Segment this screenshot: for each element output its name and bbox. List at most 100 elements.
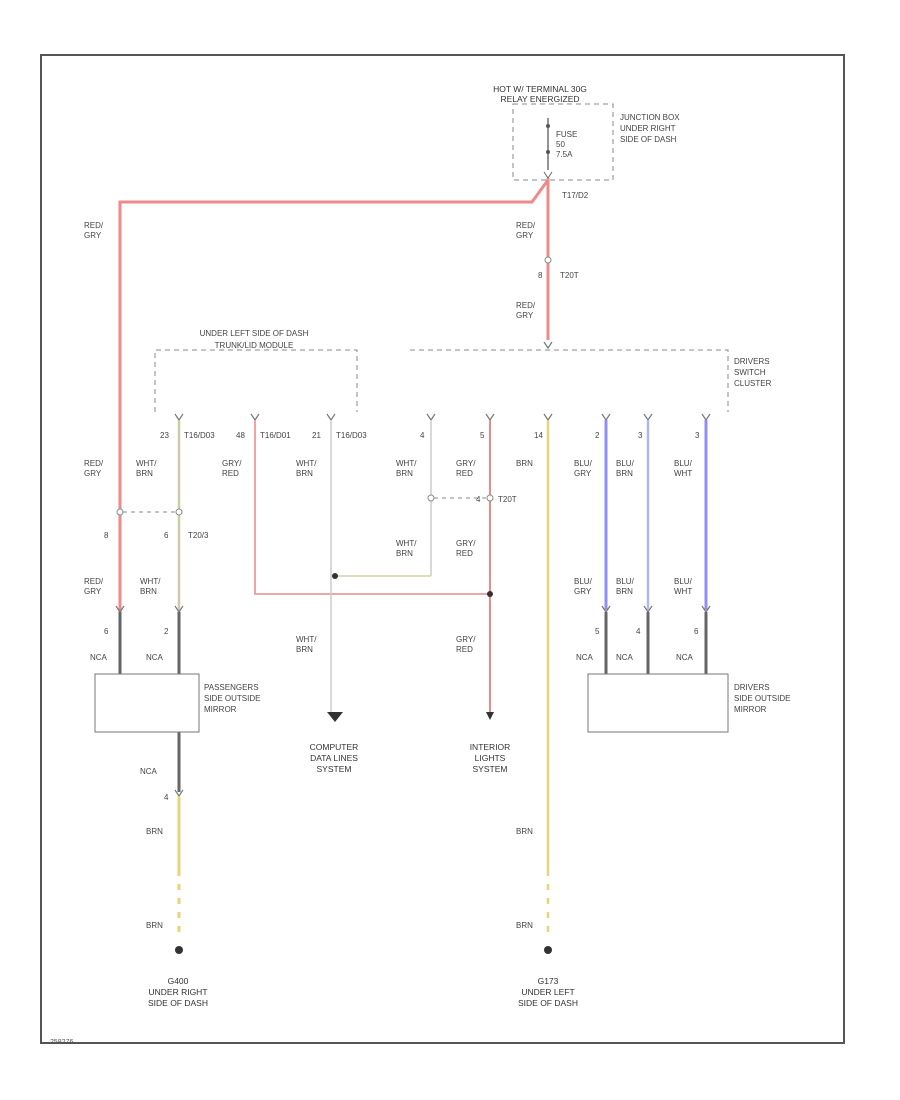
lbl-blu-wht-1a: BLU/ <box>674 459 693 468</box>
pass-mirror-label-3: MIRROR <box>204 705 237 714</box>
lbl-brn-8: BRN <box>146 827 163 836</box>
lbl-blu-gry-2b: GRY <box>574 587 592 596</box>
wire-color-gry-1: GRY <box>516 231 534 240</box>
diagram-code: 258276 <box>50 1039 74 1046</box>
interior-lights-label-3: SYSTEM <box>473 764 508 774</box>
junction-dot-data <box>332 573 338 579</box>
left-module-name: TRUNK/LID MODULE <box>215 341 294 350</box>
ground-left-label-3: SIDE OF DASH <box>148 998 208 1008</box>
lbl-gry-red-4b: RED <box>456 645 473 654</box>
splice-left-pin-b: 6 <box>164 531 169 540</box>
inline-connector <box>544 256 552 264</box>
driver-cluster-label-2: SWITCH <box>734 368 766 377</box>
lbl-nca-6: NCA <box>140 767 158 776</box>
lbl-gry-red-4a: GRY/ <box>456 635 476 644</box>
lbl-blu-brn-1a: BLU/ <box>616 459 635 468</box>
computer-data-label-1: COMPUTER <box>310 742 359 752</box>
left-module-location: UNDER LEFT SIDE OF DASH <box>200 329 309 338</box>
computer-data-label-2: DATA LINES <box>310 753 358 763</box>
branch-wire-red-gry <box>118 179 550 612</box>
nca-leads <box>118 612 708 792</box>
computer-data-label-3: SYSTEM <box>317 764 352 774</box>
ground-left-dot <box>175 946 183 954</box>
drv-mirror-pin-3: 6 <box>694 627 699 636</box>
wire-color-red-3: RED/ <box>516 301 536 310</box>
splice-left-b <box>175 508 183 516</box>
lbl-brn-9: BRN <box>146 921 163 930</box>
lbl-gry-4: GRY <box>84 469 102 478</box>
drv-mirror-label-3: MIRROR <box>734 705 767 714</box>
ground-right-dot <box>544 946 552 954</box>
module-conn-2: T16/D01 <box>260 431 291 440</box>
lbl-red-4: RED/ <box>84 459 104 468</box>
passenger-mirror-box <box>94 673 200 733</box>
lbl-nca-1: NCA <box>90 653 108 662</box>
lbl-wht-4: WHT/ <box>396 539 417 548</box>
fuse-label-3: 7.5A <box>556 150 573 159</box>
wire-gry-red-module <box>254 420 490 595</box>
lbl-nca-4: NCA <box>616 653 634 662</box>
junction-box-outline <box>512 103 614 181</box>
module-conn-1: T16/D03 <box>184 431 215 440</box>
lbl-brn-5: BRN <box>396 549 413 558</box>
driver-cluster-label-1: DRIVERS <box>734 357 770 366</box>
splice-left-a <box>116 508 124 516</box>
cluster-pin-2: 5 <box>480 431 485 440</box>
lbl-brn-7: BRN <box>296 645 313 654</box>
lbl-gry-red-3a: GRY/ <box>456 539 476 548</box>
lbl-nca-3: NCA <box>576 653 594 662</box>
lbl-blu-brn-2b: BRN <box>616 587 633 596</box>
lbl-brn-3: BRN <box>396 469 413 478</box>
ground-left-label-1: G400 <box>168 976 189 986</box>
inline-connector-pin: 8 <box>538 271 543 280</box>
cluster-pin-5: 3 <box>638 431 643 440</box>
lbl-blu-gry-1b: GRY <box>574 469 592 478</box>
inline-connector-label: T20T <box>560 271 579 280</box>
pass-mirror-pin-1: 6 <box>104 627 109 636</box>
lbl-blu-gry-1a: BLU/ <box>574 459 593 468</box>
pass-mirror-label-1: PASSENGERS <box>204 683 259 692</box>
splice-left-pin-a: 8 <box>104 531 109 540</box>
splice-right-conn: T20T <box>498 495 517 504</box>
cluster-pin-4: 2 <box>595 431 600 440</box>
module-pin-3: 21 <box>312 431 321 440</box>
lbl-blu-wht-1b: WHT <box>674 469 692 478</box>
computer-data-arrow <box>327 712 343 722</box>
interior-lights-label-1: INTERIOR <box>470 742 511 752</box>
ground-right-label-1: G173 <box>538 976 559 986</box>
lbl-gry-red-2b: RED <box>456 469 473 478</box>
fuse-node-bottom <box>546 150 550 154</box>
lbl-wht-3: WHT/ <box>396 459 417 468</box>
connector-arrows <box>174 341 711 422</box>
top-connector-label: T17/D2 <box>562 191 589 200</box>
fuse-node-top <box>546 124 550 128</box>
wire-color-gry-3: GRY <box>516 311 534 320</box>
lbl-blu-gry-2a: BLU/ <box>574 577 593 586</box>
lbl-gry-5: GRY <box>84 587 102 596</box>
splice-right-pin: 4 <box>476 495 481 504</box>
lbl-gry-red-1a: GRY/ <box>222 459 242 468</box>
driver-cluster-label-3: CLUSTER <box>734 379 772 388</box>
wire-color-gry-2: GRY <box>84 231 102 240</box>
fuse-connector-arrow <box>543 171 553 179</box>
pass-mirror-pin-2: 2 <box>164 627 169 636</box>
cluster-pin-6: 3 <box>695 431 700 440</box>
diagram-frame <box>40 54 845 1044</box>
pass-ground-pin: 4 <box>164 793 169 802</box>
driver-mirror-box <box>587 673 729 733</box>
lbl-nca-2: NCA <box>146 653 164 662</box>
lbl-gry-red-2a: GRY/ <box>456 459 476 468</box>
cluster-pin-1: 4 <box>420 431 425 440</box>
splice-left-conn: T20/3 <box>188 531 209 540</box>
interior-lights-arrow <box>486 712 494 720</box>
power-header-line1: HOT W/ TERMINAL 30G <box>493 84 587 94</box>
drv-mirror-label-1: DRIVERS <box>734 683 770 692</box>
junction-box-label-3: SIDE OF DASH <box>620 135 677 144</box>
wire-color-red-1: RED/ <box>516 221 536 230</box>
lbl-wht-2: WHT/ <box>296 459 317 468</box>
left-module-outline <box>154 349 358 412</box>
splice-right-a <box>427 494 435 502</box>
fuse-label-1: FUSE <box>556 130 577 139</box>
interior-lights-label-2: LIGHTS <box>475 753 506 763</box>
